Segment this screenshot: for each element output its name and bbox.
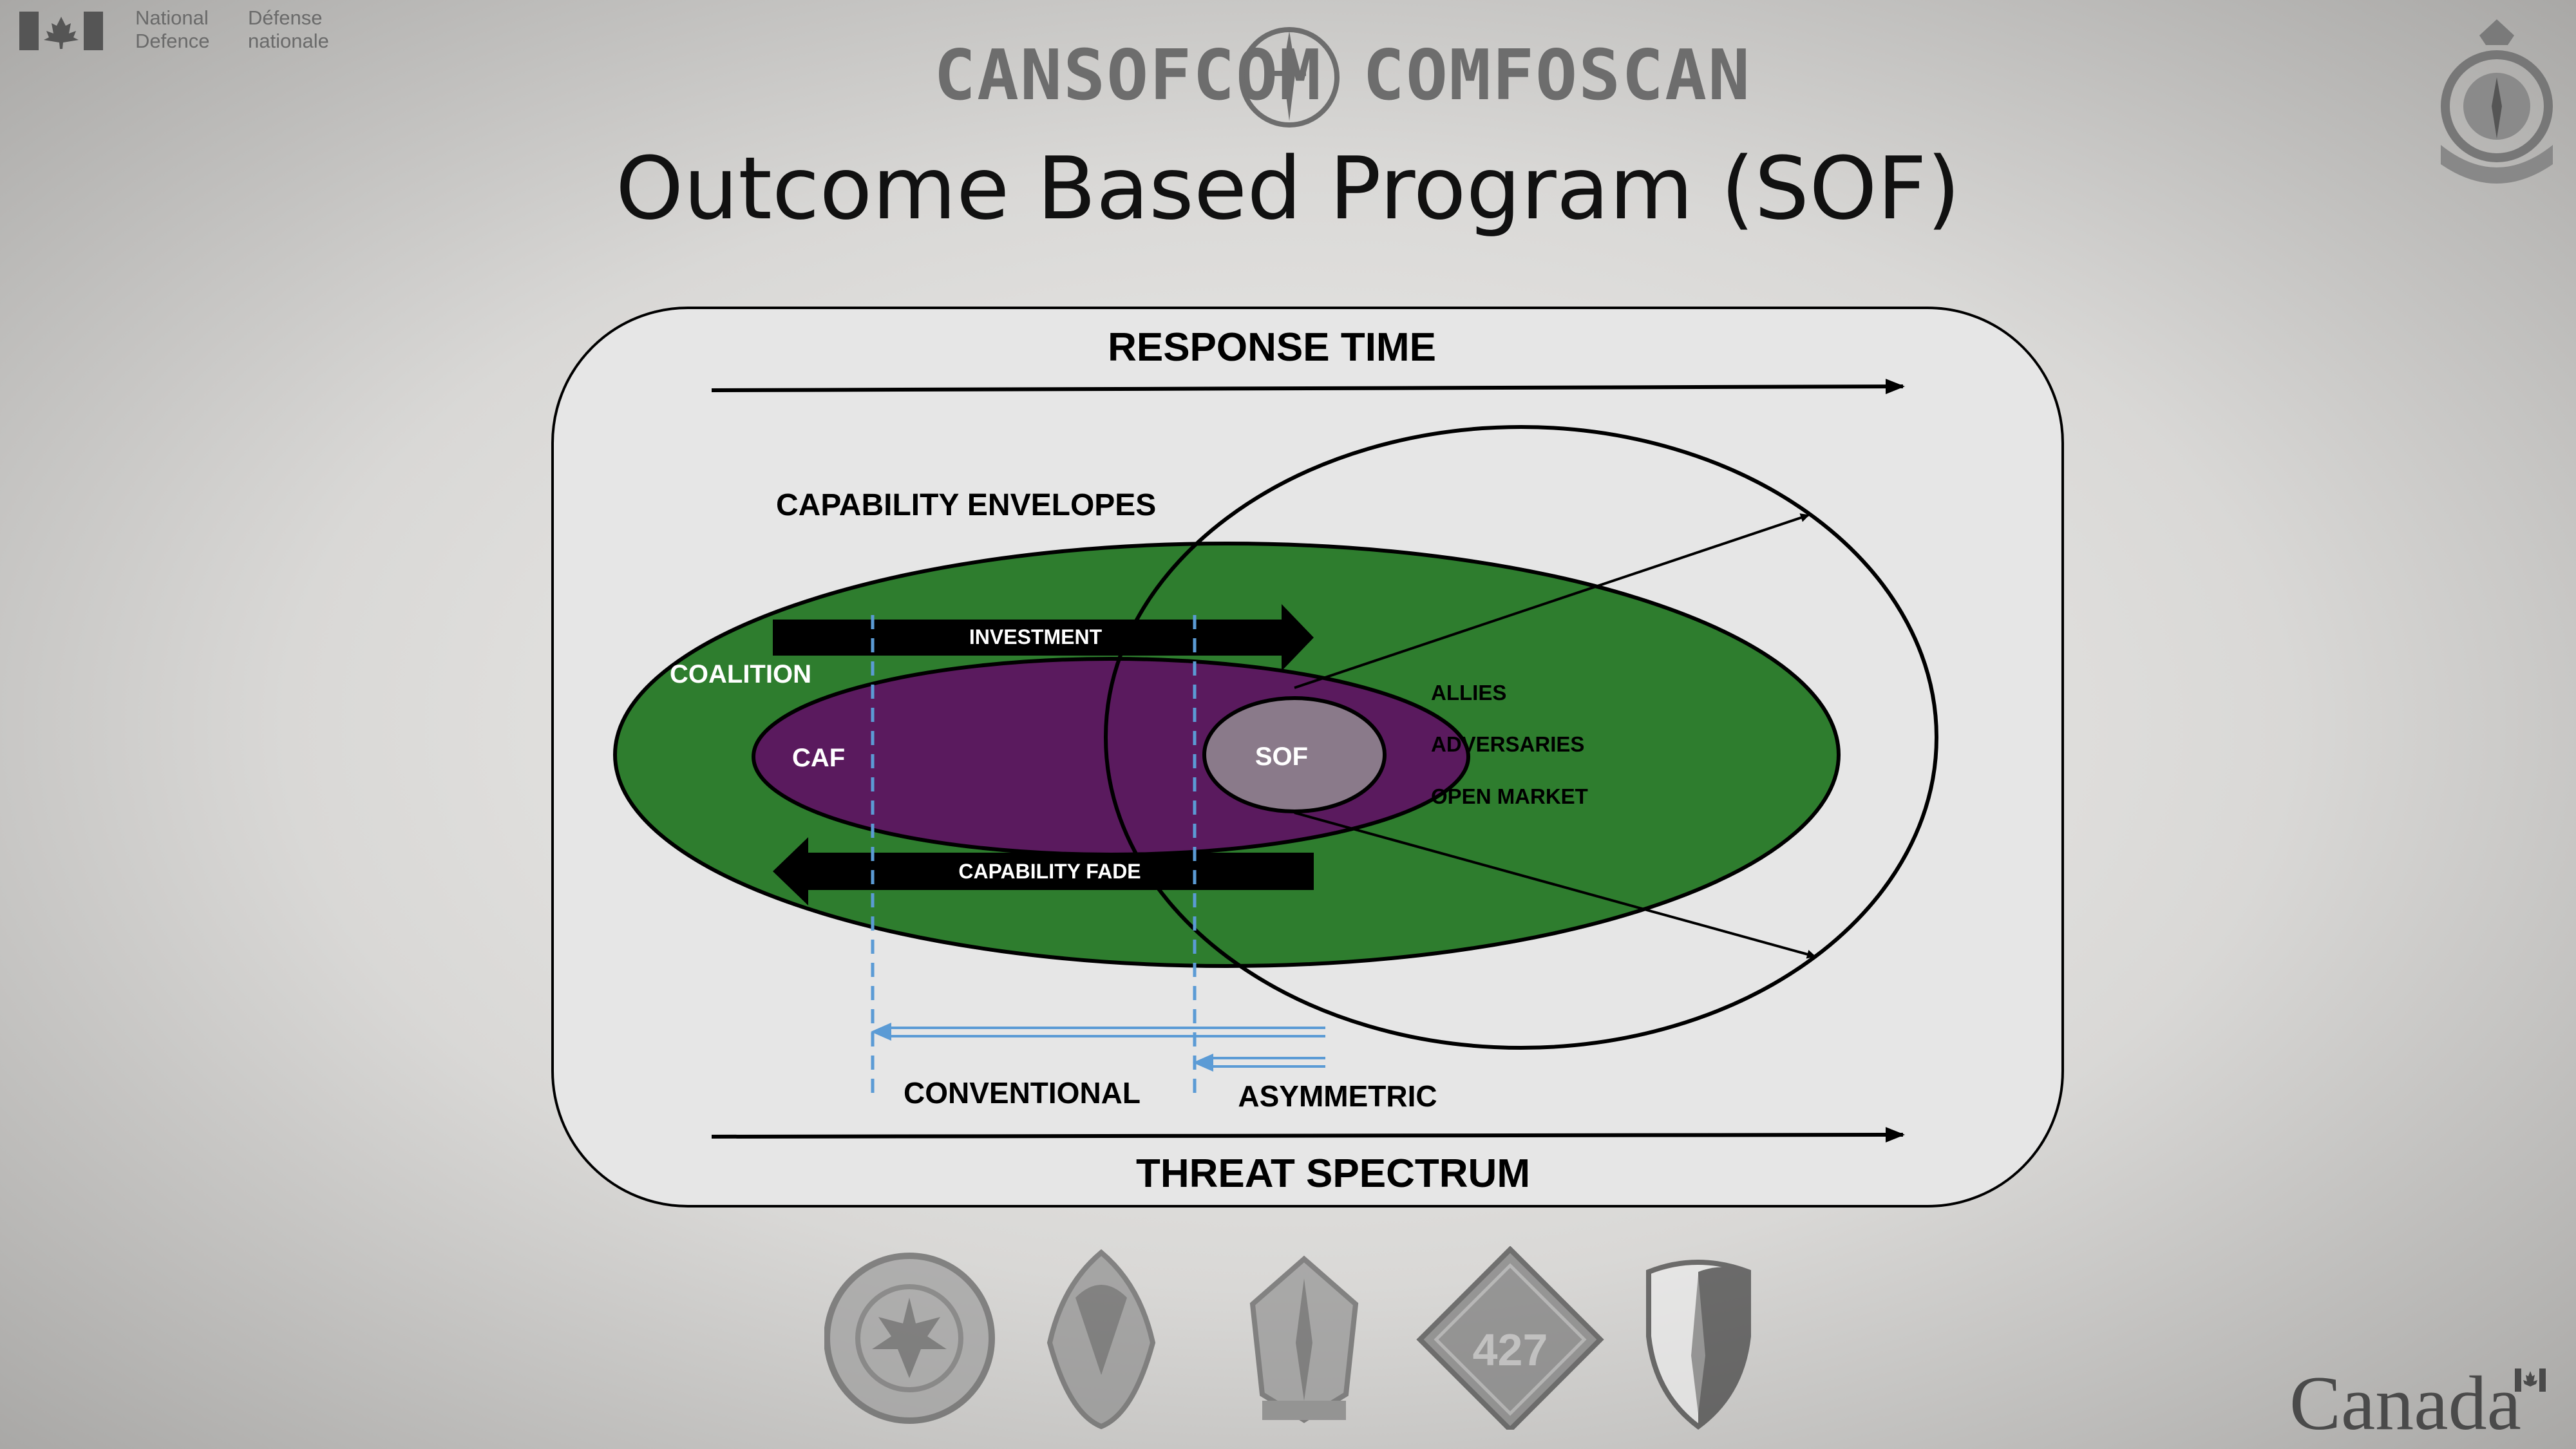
gov-french-line1: Défense: [248, 6, 323, 29]
sof-label: SOF: [1255, 743, 1308, 771]
capability-envelopes-label: CAPABILITY ENVELOPES: [776, 488, 1156, 522]
command-crest-icon: [2441, 19, 2553, 184]
lower-reach-arrow: [1294, 811, 1816, 959]
gov-english-line1: National: [135, 6, 209, 29]
capability-fade-label: CAPABILITY FADE: [958, 860, 1141, 883]
jtf2-emblem-icon: [824, 1253, 995, 1424]
response-time-arrow: [711, 379, 1905, 395]
threat-outline-ellipse: [1104, 425, 1938, 1050]
sof-ellipse: [1202, 696, 1387, 813]
canada-flag-icon: [19, 12, 103, 50]
asymmetric-label: ASYMMETRIC: [1238, 1079, 1437, 1113]
open-market-label: OPEN MARKET: [1431, 784, 1588, 808]
slide-title: Outcome Based Program (SOF): [615, 138, 1961, 239]
dagger-emblem-icon: [1239, 27, 1340, 128]
gov-french-line2: nationale: [248, 30, 329, 52]
caf-label: CAF: [792, 744, 845, 772]
adversaries-label: ADVERSARIES: [1431, 732, 1584, 756]
allies-label: ALLIES: [1431, 681, 1506, 705]
response-time-label: RESPONSE TIME: [1108, 325, 1436, 370]
brand-cansofcom: CANSOFCOM: [934, 35, 1323, 116]
investment-label: INVESTMENT: [969, 625, 1103, 649]
capability-fade-arrow: [773, 837, 1314, 905]
gov-english-line2: Defence: [135, 30, 210, 52]
asymmetric-arrow: [1193, 1054, 1325, 1072]
badge-427-label: 427: [1473, 1325, 1548, 1375]
dragon-emblem-icon: [1046, 1249, 1156, 1430]
gov-english: National Defence: [135, 6, 264, 53]
csor-emblem-icon: [1249, 1255, 1359, 1423]
upper-reach-arrow: [1294, 513, 1810, 689]
gov-french: Défense nationale: [248, 6, 377, 53]
investment-arrow: [773, 604, 1314, 671]
squadron-427-emblem-icon: 427: [1416, 1246, 1604, 1430]
conventional-label: CONVENTIONAL: [904, 1076, 1141, 1110]
shield-dagger-emblem-icon: [1646, 1260, 1751, 1430]
unit-emblems: 427: [824, 1246, 1751, 1430]
conventional-arrow: [871, 1023, 1325, 1041]
coalition-label: COALITION: [670, 660, 811, 688]
canada-wordmark: Canada: [2289, 1360, 2521, 1446]
threat-spectrum-arrow: [711, 1127, 1905, 1143]
threat-spectrum-label: THREAT SPECTRUM: [1136, 1151, 1530, 1196]
brand-comfoscan: COMFOSCAN: [1363, 35, 1752, 116]
wordmark-flag-icon: [2515, 1368, 2546, 1392]
